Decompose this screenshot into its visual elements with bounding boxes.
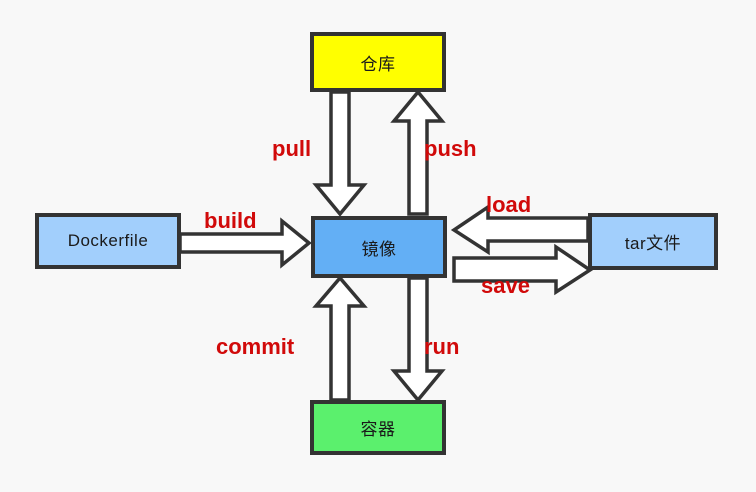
edge-label-load: load	[486, 192, 532, 217]
pull-arrow-shape	[312, 90, 368, 217]
node-image[interactable]: 镜像	[311, 216, 447, 278]
node-container[interactable]: 容器	[310, 400, 446, 455]
edge-label-commit: commit	[216, 334, 295, 359]
node-image-label: 镜像	[361, 239, 397, 259]
node-tarfile-label: tar文件	[624, 234, 682, 253]
edge-label-pull: pull	[272, 136, 312, 161]
edge-label-run: run	[424, 334, 460, 359]
commit-arrow-shape	[312, 275, 368, 402]
node-dockerfile[interactable]: Dockerfile	[35, 213, 181, 269]
edge-label-save: save	[481, 273, 530, 298]
build-arrow-shape	[178, 217, 312, 269]
load-arrow-shape	[450, 203, 590, 256]
run-arrow-shape	[390, 276, 446, 403]
save-arrow-shape	[452, 243, 594, 296]
node-repository[interactable]: 仓库	[310, 32, 446, 92]
node-container-label: 容器	[360, 420, 396, 439]
node-repository-label: 仓库	[360, 54, 396, 74]
node-tarfile[interactable]: tar文件	[588, 213, 718, 270]
edge-label-push: push	[424, 136, 477, 161]
edge-label-build: build	[204, 208, 257, 233]
node-dockerfile-label: Dockerfile	[67, 231, 149, 250]
push-arrow-shape	[390, 89, 446, 216]
